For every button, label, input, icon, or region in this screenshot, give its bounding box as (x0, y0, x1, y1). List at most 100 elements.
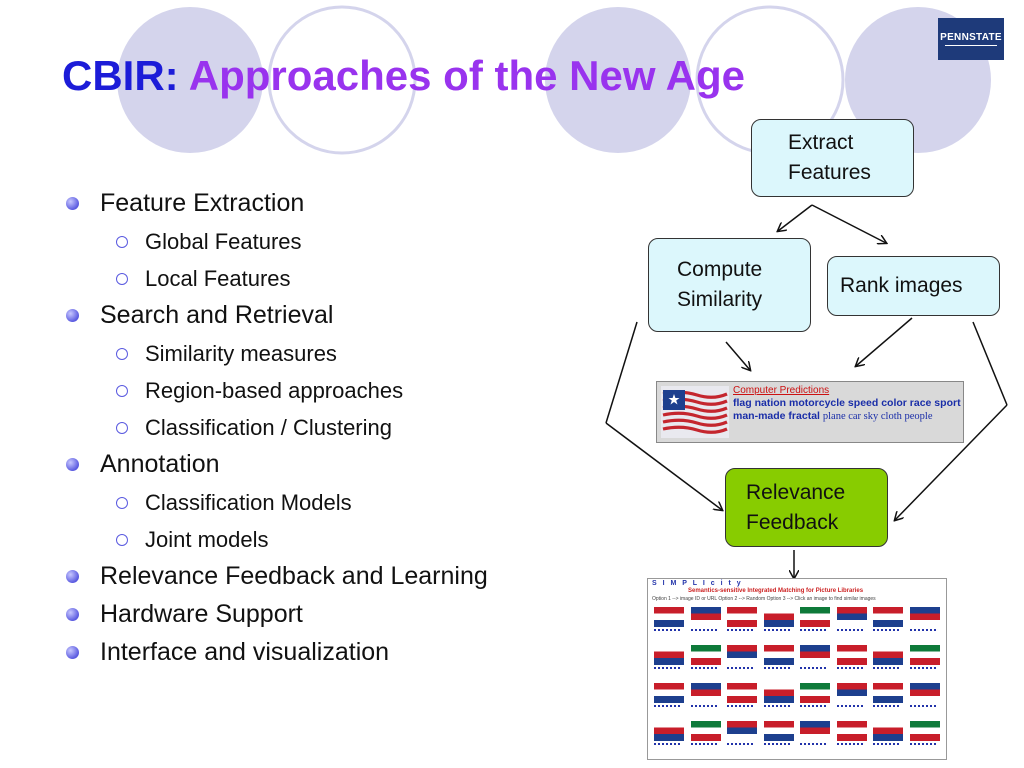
bullet-label: Annotation (100, 450, 220, 478)
thumbnail-image[interactable] (727, 645, 757, 665)
thumbnail-caption (690, 629, 717, 634)
thumbnail-image[interactable] (909, 607, 940, 627)
thumbnail-image[interactable] (690, 645, 721, 665)
arrow-left-down (605, 321, 638, 424)
thumbnail-image[interactable] (909, 721, 940, 741)
bullet-item: Search and Retrieval (62, 298, 582, 336)
thumbnail-image[interactable] (727, 683, 757, 703)
thumbnail-image[interactable] (836, 721, 867, 741)
thumbnail-caption (909, 705, 936, 710)
thumbnail-image[interactable] (763, 721, 794, 741)
compute-similarity-label: Compute Similarity (677, 258, 763, 311)
thumbnail-caption (909, 743, 936, 748)
thumbnail-caption (690, 667, 717, 672)
thumbnail-image[interactable] (763, 607, 794, 627)
thumbnail-image[interactable] (690, 721, 721, 741)
bullet-label: Hardware Support (100, 600, 303, 628)
thumbnail-caption (727, 667, 753, 672)
deco-circle-outline (267, 5, 417, 155)
logo-text: PENNSTATE (940, 32, 1002, 43)
thumbnail-image[interactable] (909, 683, 940, 703)
thumbnail-image[interactable] (836, 607, 867, 627)
bullet-list: Feature Extraction Global Features Local… (62, 186, 582, 673)
thumbnail-caption (836, 667, 863, 672)
sub-bullet-item: Global Features (62, 224, 582, 261)
thumbnail-caption (654, 705, 680, 710)
thumbnail-caption (727, 629, 753, 634)
pennstate-logo: PENNSTATE (938, 18, 1004, 60)
thumbnail-image[interactable] (654, 683, 684, 703)
thumbnail-caption (836, 629, 863, 634)
sub-bullet-item: Classification Models (62, 485, 582, 522)
thumbnail-image[interactable] (800, 645, 830, 665)
thumbnail-image[interactable] (763, 683, 794, 703)
prediction-keywords: flag nation motorcycle speed color race … (733, 397, 961, 423)
thumbnail-image[interactable] (654, 645, 684, 665)
arrow-extract-to-rank (811, 204, 886, 243)
thumbnail-caption (800, 705, 826, 710)
thumbnail-caption (909, 629, 936, 634)
prediction-title: Computer Predictions (733, 385, 830, 396)
thumbnail-image[interactable] (800, 721, 830, 741)
simplicity-screenshot: S I M P L I c i t y Semantics-sensitive … (647, 578, 947, 760)
thumbnail-image[interactable] (727, 721, 757, 741)
compute-similarity-box: Compute Similarity (648, 238, 811, 332)
deco-circle (545, 7, 691, 153)
thumbnail-caption (654, 743, 680, 748)
prediction-bold-keywords: flag nation motorcycle speed color race … (733, 397, 961, 422)
thumbnail-image[interactable] (909, 645, 940, 665)
thumbnail-caption (654, 667, 680, 672)
extract-features-label: Extract Features (788, 131, 871, 184)
thumbnail-caption (763, 629, 790, 634)
arrow-extract-to-compute (778, 204, 813, 231)
thumbnail-image[interactable] (800, 683, 830, 703)
sub-bullet-group: Classification Models Joint models (62, 485, 582, 559)
prediction-screenshot: Computer Predictions flag nation motorcy… (656, 381, 964, 443)
thumbnail-image[interactable] (654, 721, 684, 741)
rank-images-label: Rank images (840, 274, 963, 297)
thumbnail-image[interactable] (763, 645, 794, 665)
liberia-flag-image (661, 386, 729, 438)
sub-bullet-item: Local Features (62, 261, 582, 298)
arrow-right-down (972, 321, 1008, 406)
thumbnail-image[interactable] (654, 607, 684, 627)
thumbnail-image[interactable] (873, 683, 903, 703)
thumbnail-image[interactable] (690, 607, 721, 627)
simplicity-options: Option 1 --> image ID or URL Option 2 --… (652, 596, 876, 602)
thumbnail-image[interactable] (800, 607, 830, 627)
bullet-item: Feature Extraction (62, 186, 582, 224)
thumbnail-caption (727, 743, 753, 748)
bullet-label: Interface and visualization (100, 638, 390, 666)
arrow-rank-to-prediction (856, 317, 913, 366)
thumbnail-caption (873, 743, 899, 748)
thumbnail-caption (690, 705, 717, 710)
thumbnail-caption (727, 705, 753, 710)
thumbnail-image[interactable] (873, 607, 903, 627)
bullet-item: Hardware Support (62, 597, 582, 635)
thumbnail-caption (763, 743, 790, 748)
thumbnail-image[interactable] (690, 683, 721, 703)
sub-bullet-item: Joint models (62, 522, 582, 559)
slide-title: CBIR: Approaches of the New Age (62, 52, 745, 100)
sub-bullet-item: Similarity measures (62, 336, 582, 373)
relevance-feedback-box: Relevance Feedback (725, 468, 888, 547)
sub-bullet-item: Classification / Clustering (62, 410, 582, 447)
thumbnail-image[interactable] (836, 645, 867, 665)
bullet-item: Relevance Feedback and Learning (62, 559, 582, 597)
thumbnail-image[interactable] (873, 721, 903, 741)
thumbnail-caption (763, 705, 790, 710)
rank-images-box: Rank images (827, 256, 1000, 316)
logo-underline (945, 45, 997, 46)
simplicity-subtitle: Semantics-sensitive Integrated Matching … (688, 588, 864, 594)
thumbnail-image[interactable] (873, 645, 903, 665)
extract-features-box: Extract Features (751, 119, 914, 197)
simplicity-name: S I M P L I c i t y (652, 580, 743, 587)
thumbnail-caption (873, 667, 899, 672)
thumbnail-image[interactable] (727, 607, 757, 627)
sub-bullet-item: Region-based approaches (62, 373, 582, 410)
thumbnail-caption (873, 629, 899, 634)
bullet-label: Relevance Feedback and Learning (100, 562, 488, 590)
thumbnail-image[interactable] (836, 683, 867, 703)
bullet-label: Search and Retrieval (100, 301, 334, 329)
arrow-compute-to-prediction (725, 341, 750, 370)
